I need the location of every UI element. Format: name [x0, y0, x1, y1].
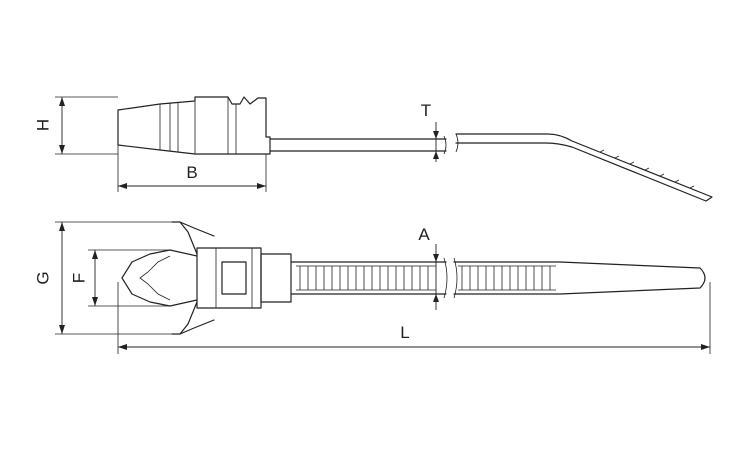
top-prongs	[121, 249, 198, 307]
b-arrow-right	[257, 183, 266, 189]
side-head-outline	[117, 96, 271, 155]
top-strap-tail	[453, 261, 706, 295]
f-arrow-bottom	[92, 297, 98, 306]
f-arrow-top	[92, 250, 98, 259]
top-view: G F A L	[33, 221, 711, 354]
g-label: G	[33, 271, 52, 284]
top-strap-teeth-right	[458, 265, 556, 291]
top-break-right	[453, 257, 458, 299]
side-tail-teeth	[599, 149, 695, 189]
l-arrow-left	[118, 344, 127, 350]
h-arrow-bottom	[59, 145, 65, 154]
h-arrow-top	[59, 97, 65, 106]
top-head-body	[196, 247, 262, 309]
top-prong-inner	[139, 255, 171, 301]
top-strap-teeth-left	[296, 265, 436, 291]
top-wing-lower	[171, 301, 215, 335]
top-head-slot	[221, 261, 247, 295]
h-label: H	[33, 119, 52, 131]
top-head-collar	[260, 253, 292, 303]
side-view: H B T	[33, 96, 713, 202]
b-arrow-left	[118, 183, 127, 189]
a-label: A	[418, 225, 430, 244]
a-arrow-top	[433, 254, 439, 262]
g-arrow-top	[59, 222, 65, 231]
b-label: B	[186, 163, 197, 182]
t-arrow-top	[433, 131, 439, 139]
top-wing-upper	[171, 221, 215, 255]
side-strap-tail	[455, 133, 713, 202]
side-break-left	[443, 135, 447, 155]
a-arrow-bottom	[433, 294, 439, 302]
f-label: F	[69, 273, 88, 283]
l-label: L	[400, 323, 409, 342]
top-break-left	[443, 257, 448, 299]
t-label: T	[421, 101, 431, 120]
g-arrow-bottom	[59, 325, 65, 334]
l-arrow-right	[701, 344, 710, 350]
t-arrow-bottom	[433, 151, 439, 159]
